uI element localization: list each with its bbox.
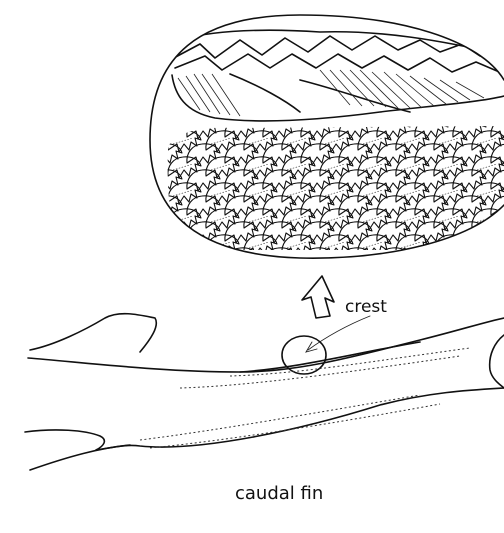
magnification-arrow [302, 276, 334, 318]
magnified-view [150, 15, 504, 258]
figure-caption: caudal fin [235, 483, 323, 504]
denticle-top-view [160, 124, 504, 254]
caudal-fin-outline [25, 314, 504, 470]
crest-label: crest [345, 297, 387, 317]
denticle-side-view [165, 30, 504, 121]
crest-leader-line [308, 316, 370, 350]
hatching [178, 70, 484, 116]
